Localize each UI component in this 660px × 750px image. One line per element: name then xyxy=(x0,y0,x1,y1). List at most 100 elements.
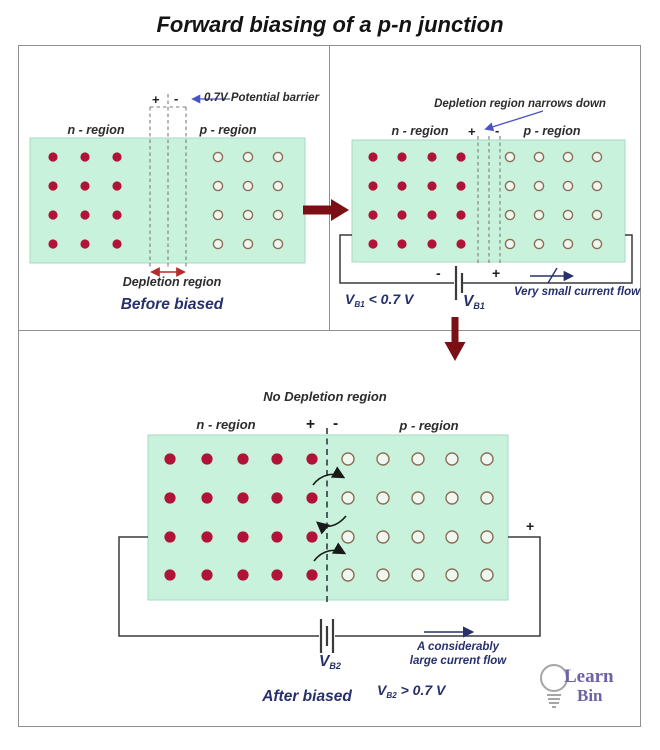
electron-dot xyxy=(271,569,283,581)
barrier-note: 0.7V Potential barrier xyxy=(204,92,320,104)
electron-dot xyxy=(306,531,318,543)
electron-dot xyxy=(112,152,122,162)
electron-dot xyxy=(397,210,407,220)
electron-dot xyxy=(80,152,90,162)
hole-dot xyxy=(533,209,545,221)
after-terminal-plus: + xyxy=(526,518,535,534)
electron-dot xyxy=(368,181,378,191)
before-n-region-label: n - region xyxy=(67,123,125,137)
small-bias-panel-graphics xyxy=(339,110,633,300)
battery1-label: VB1 xyxy=(463,293,485,312)
logo-word-learn: Learn xyxy=(564,666,614,687)
electron-dot xyxy=(397,152,407,162)
electron-dot xyxy=(271,453,283,465)
before-p-region-label: p - region xyxy=(199,123,257,137)
electron-dot xyxy=(237,492,249,504)
hole-dot xyxy=(341,491,355,505)
logo-word-bin: Bin xyxy=(577,686,603,705)
small-bias-circuit xyxy=(339,234,633,300)
hole-dot xyxy=(591,238,603,250)
hole-dot xyxy=(272,180,284,192)
hole-dot xyxy=(272,238,284,250)
hole-dot xyxy=(480,530,494,544)
electron-dot xyxy=(368,210,378,220)
electron-dot xyxy=(306,492,318,504)
small-bias-junction-plus: + xyxy=(468,124,476,139)
diagram-title: Forward biasing of a p-n junction xyxy=(156,12,504,37)
electron-dot xyxy=(237,569,249,581)
electron-dot xyxy=(306,453,318,465)
flow-arrow-down-icon xyxy=(444,317,466,361)
hole-dot xyxy=(445,491,459,505)
hole-dot xyxy=(562,209,574,221)
small-current-note: Very small current flow xyxy=(513,286,641,298)
hole-dot xyxy=(212,238,224,250)
electron-dot xyxy=(164,569,176,581)
hole-dot xyxy=(272,209,284,221)
hole-dot xyxy=(533,151,545,163)
hole-dot xyxy=(376,530,390,544)
hole-dot xyxy=(212,209,224,221)
electron-dot xyxy=(456,210,466,220)
hole-dot xyxy=(411,452,425,466)
carrier-crossing-arrows xyxy=(312,466,347,562)
hole-dot xyxy=(533,238,545,250)
electron-dot xyxy=(271,531,283,543)
hole-dot xyxy=(480,491,494,505)
small-bias-depletion-dashes xyxy=(477,136,501,266)
electron-dot xyxy=(201,569,213,581)
electron-dot xyxy=(201,453,213,465)
electron-dot xyxy=(48,210,58,220)
electron-dot xyxy=(164,492,176,504)
hole-dot xyxy=(242,238,254,250)
electron-dot xyxy=(368,152,378,162)
electron-dot xyxy=(368,239,378,249)
hole-dot xyxy=(376,452,390,466)
lightbulb-icon xyxy=(540,664,568,708)
after-panel-graphics xyxy=(118,428,541,653)
panel-divider-vertical xyxy=(329,45,330,331)
small-bias-junction-minus: - xyxy=(495,123,500,138)
electron-dot xyxy=(48,239,58,249)
electron-dot xyxy=(456,152,466,162)
hole-dot xyxy=(272,151,284,163)
electron-dot xyxy=(201,492,213,504)
hole-dot xyxy=(591,180,603,192)
electron-dot xyxy=(164,531,176,543)
flow-arrow-right-icon xyxy=(303,199,349,221)
hole-dot xyxy=(445,530,459,544)
hole-dot xyxy=(562,151,574,163)
before-barrier-plus: + xyxy=(152,92,160,107)
hole-dot xyxy=(445,452,459,466)
electron-dot xyxy=(271,492,283,504)
after-circuit xyxy=(118,536,541,653)
large-current-note-line2: large current flow xyxy=(409,655,507,667)
hole-dot xyxy=(242,209,254,221)
no-depletion-annotation: No Depletion region xyxy=(263,389,387,404)
hole-dot xyxy=(480,452,494,466)
after-n-region-label: n - region xyxy=(196,417,256,432)
electron-dot xyxy=(48,181,58,191)
before-barrier-minus: - xyxy=(174,91,179,106)
hole-dot xyxy=(411,491,425,505)
vb2-condition: VB2 > 0.7 V xyxy=(377,682,446,700)
large-current-note-line1: A considerably xyxy=(416,641,500,653)
hole-dot xyxy=(341,568,355,582)
hole-dot xyxy=(341,452,355,466)
electron-dot xyxy=(427,239,437,249)
dots-before xyxy=(48,151,284,250)
electron-dot xyxy=(237,531,249,543)
electron-dot xyxy=(164,453,176,465)
depletion-region-label: Depletion region xyxy=(122,275,222,289)
electron-dot xyxy=(397,239,407,249)
electron-dot xyxy=(397,181,407,191)
hole-dot xyxy=(504,238,516,250)
small-bias-p-region-label: p - region xyxy=(523,124,581,138)
panel-divider-horizontal xyxy=(18,330,641,331)
battery1-plus: + xyxy=(492,265,501,281)
electron-dot xyxy=(201,531,213,543)
after-junction-minus: - xyxy=(333,415,339,432)
narrows-pointer-arrow xyxy=(484,110,544,132)
